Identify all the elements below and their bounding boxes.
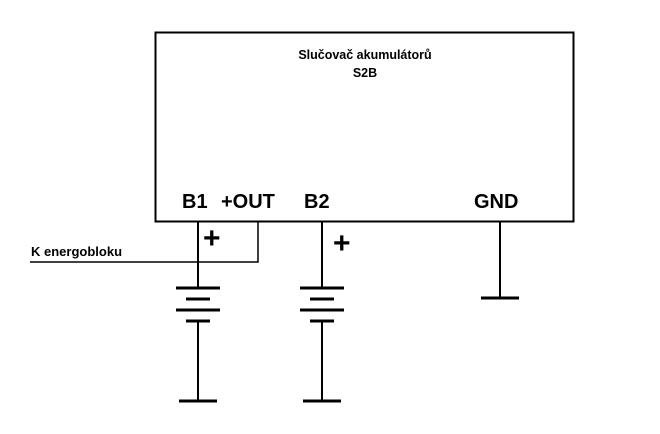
terminal-gnd-label: GND — [474, 191, 519, 213]
battery-2 — [300, 286, 344, 323]
battery-2-plus-sign: + — [333, 227, 351, 260]
terminal-out-label: +OUT — [221, 191, 275, 213]
module-box — [154, 31, 575, 223]
module-title: Slučovač akumulátorů — [298, 48, 432, 62]
terminal-b1-label: B1 — [182, 191, 208, 213]
out-lead — [30, 222, 259, 263]
energy-block-label: K energobloku — [31, 244, 123, 259]
battery-1-plus-sign: + — [203, 222, 221, 255]
module-subtitle: S2B — [352, 66, 378, 80]
terminal-b2-label: B2 — [304, 191, 330, 213]
battery-1 — [176, 286, 220, 323]
